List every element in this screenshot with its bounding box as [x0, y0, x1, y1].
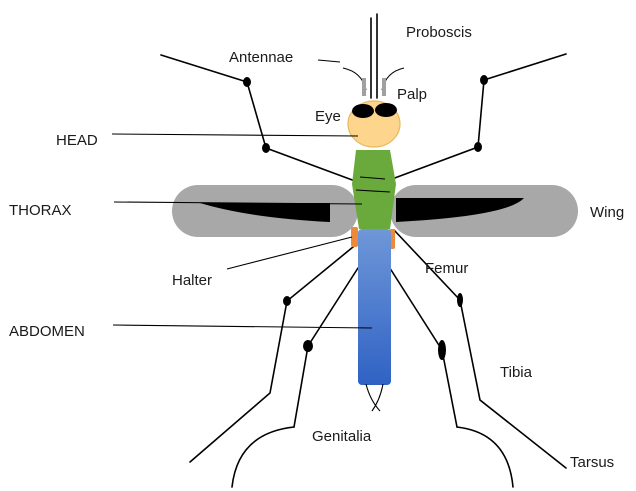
label-wing: Wing — [590, 204, 624, 221]
label-proboscis: Proboscis — [406, 24, 472, 41]
label-eye: Eye — [315, 108, 341, 125]
label-thorax: THORAX — [9, 202, 72, 219]
left-wing — [172, 185, 358, 237]
thorax — [352, 150, 396, 229]
abdomen — [358, 229, 391, 385]
label-head: HEAD — [56, 132, 98, 149]
label-halter: Halter — [172, 272, 212, 289]
palps — [362, 78, 386, 96]
label-antennae: Antennae — [229, 49, 293, 66]
left-hind-leg — [232, 268, 358, 487]
label-tibia: Tibia — [500, 364, 533, 381]
genitalia — [366, 384, 383, 411]
label-genitalia: Genitalia — [312, 428, 372, 445]
proboscis — [371, 14, 377, 98]
label-femur: Femur — [425, 260, 468, 277]
antennae — [343, 68, 404, 90]
label-abdomen: ABDOMEN — [9, 323, 85, 340]
labels: Proboscis Antennae Palp Eye HEAD THORAX … — [9, 24, 624, 471]
right-hind-leg — [386, 262, 513, 487]
label-palp: Palp — [397, 86, 427, 103]
label-tarsus: Tarsus — [570, 454, 614, 471]
right-wing — [390, 185, 578, 237]
right-front-leg — [392, 54, 566, 179]
